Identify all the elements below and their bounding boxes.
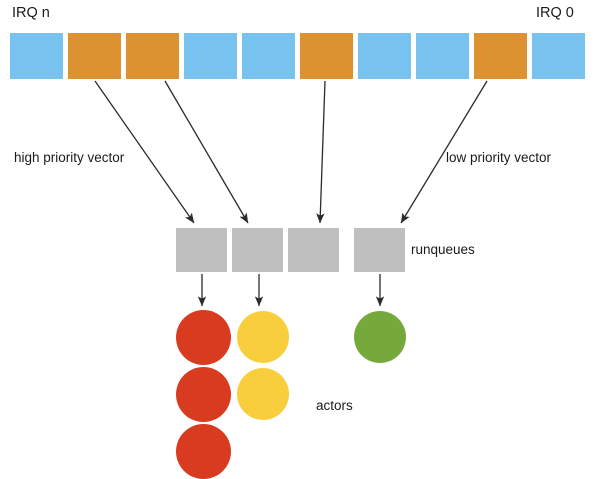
low-priority-vector-label: low priority vector — [446, 150, 552, 165]
edge-irq1-rq0 — [94, 80, 195, 224]
irq-0-label: IRQ 0 — [536, 5, 574, 21]
actor-red-2[interactable] — [176, 424, 231, 479]
irq-cell-8[interactable] — [474, 33, 527, 79]
actor-yellow-1[interactable] — [237, 368, 289, 420]
high-priority-vector-label: high priority vector — [14, 150, 125, 165]
edge-irq5-rq2 — [316, 80, 326, 224]
runqueues-label: runqueues — [411, 242, 475, 257]
actor-red-1[interactable] — [176, 367, 231, 422]
actor-green-0[interactable] — [354, 311, 406, 363]
irq-cell-2[interactable] — [126, 33, 179, 79]
actor-red-0[interactable] — [176, 310, 231, 365]
irq-cell-4[interactable] — [242, 33, 295, 79]
runqueue-1[interactable] — [232, 228, 283, 272]
irq-cell-6[interactable] — [358, 33, 411, 79]
irq-cell-0[interactable] — [10, 33, 63, 79]
runqueue-3[interactable] — [354, 228, 405, 272]
edge-irq8-rq3 — [400, 80, 488, 224]
runqueue-0[interactable] — [176, 228, 227, 272]
irq-cell-3[interactable] — [184, 33, 237, 79]
actor-yellow-0[interactable] — [237, 311, 289, 363]
irq-cell-1[interactable] — [68, 33, 121, 79]
edge-irq2-rq1 — [164, 80, 249, 224]
irq-cell-9[interactable] — [532, 33, 585, 79]
runqueue-2[interactable] — [288, 228, 339, 272]
irq-cell-5[interactable] — [300, 33, 353, 79]
irq-n-label: IRQ n — [12, 5, 50, 21]
actors-label: actors — [316, 398, 353, 413]
irq-cell-7[interactable] — [416, 33, 469, 79]
